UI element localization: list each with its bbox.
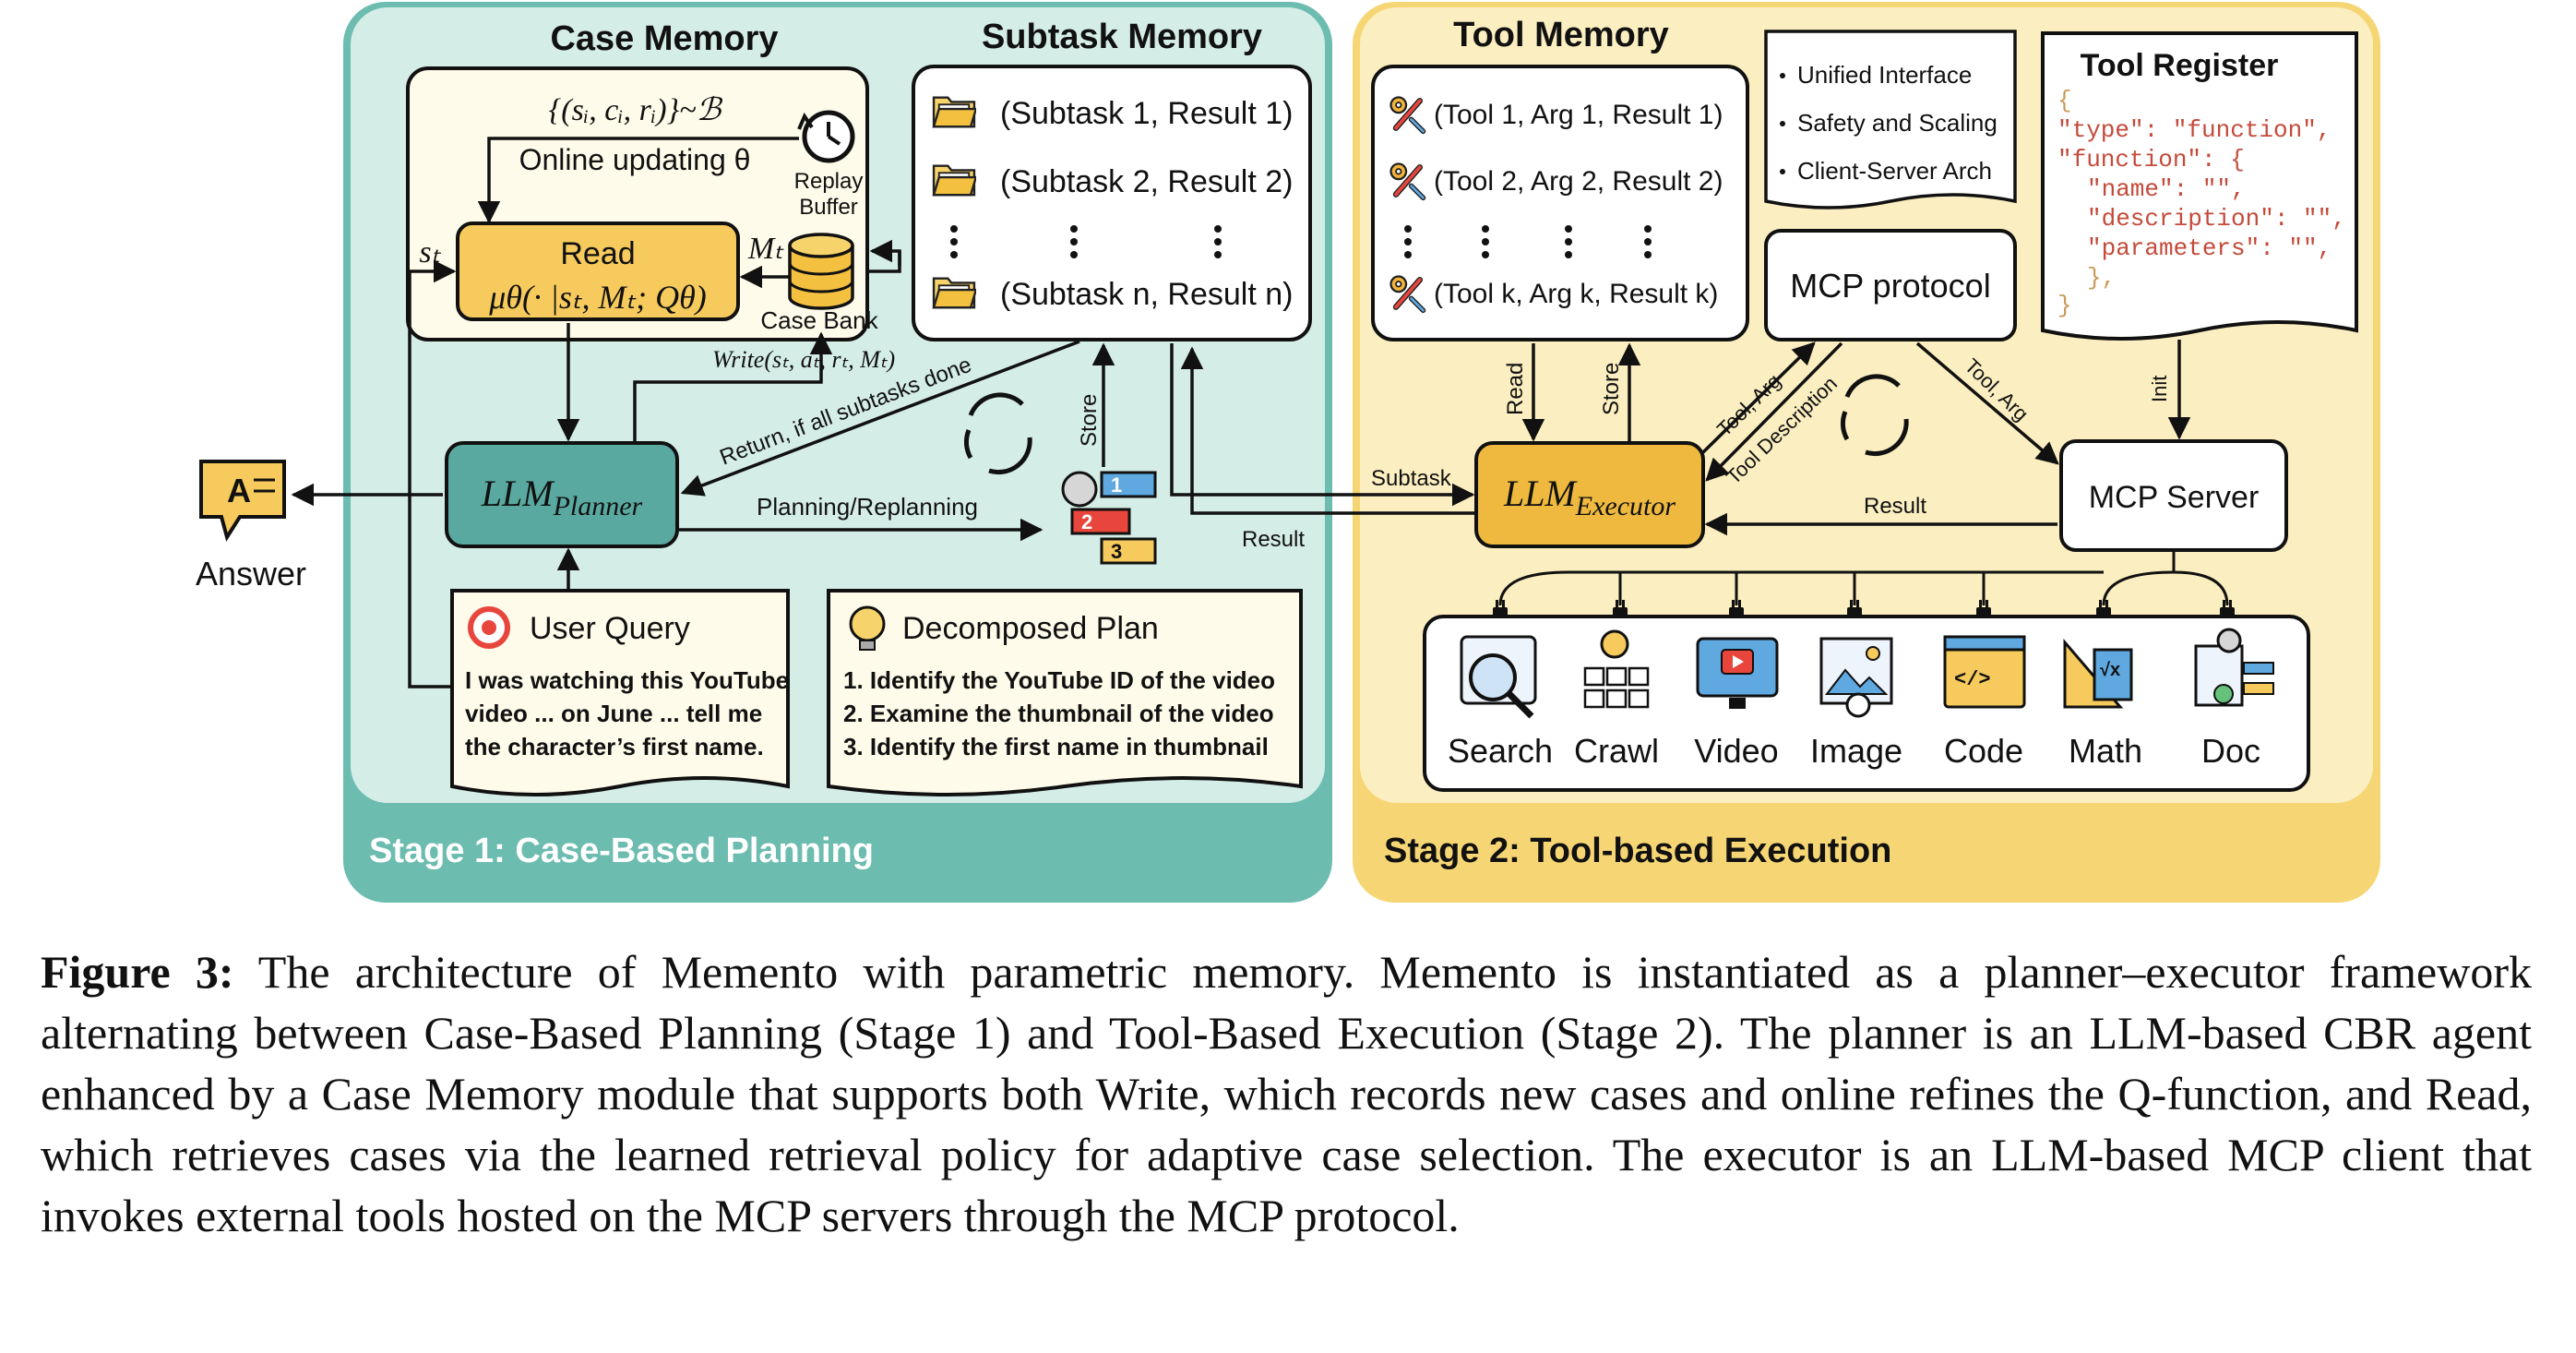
planning-label: Planning/Replanning: [757, 493, 978, 521]
plan-line-1: 1. Identify the YouTube ID of the video: [843, 666, 1275, 694]
search-icon: [1460, 635, 1537, 719]
case-bank-icon: [788, 233, 854, 310]
architecture-diagram: Stage 1: Case-Based Planning Case Memory…: [196, 2, 2380, 903]
llm-executor: LLMExecutor: [1474, 441, 1705, 548]
user-query-line-1: I was watching this YouTube: [465, 666, 789, 694]
cycle-icon-2: [1840, 374, 1909, 457]
answer-label: Answer: [196, 555, 306, 593]
svg-text:1: 1: [1111, 473, 1122, 497]
svg-text:√x: √x: [2100, 660, 2120, 680]
mcp-server-box: MCP Server: [2059, 439, 2288, 552]
mt-label: Mₜ: [747, 232, 784, 266]
tool-math: Math: [2069, 732, 2142, 770]
init-label: Init: [2148, 376, 2171, 402]
write-label: Write(sₜ, aₜ, rₜ, Mₜ): [712, 346, 895, 373]
server-result-label: Result: [1864, 494, 1926, 519]
stage2-title: Stage 2: Tool-based Execution: [1384, 832, 1891, 870]
replay-buffer-label-1: Replay: [794, 169, 864, 194]
svg-text:</>: </>: [1954, 668, 1991, 691]
mcp-protocol-box: MCP protocol: [1764, 229, 2017, 341]
plan-line-3: 3. Identify the first name in thumbnail: [843, 733, 1269, 760]
subtask-item-2: (Subtask 2, Result 2): [1000, 164, 1293, 199]
tool-read-label: Read: [1503, 363, 1528, 415]
case-memory: Case Memory {(sᵢ, cᵢ, rᵢ)}~ℬ Online upda…: [406, 19, 879, 341]
subtask-memory-title: Subtask Memory: [982, 18, 1262, 56]
tool-register-title: Tool Register: [2081, 48, 2279, 83]
st-label: sₜ: [419, 235, 441, 269]
case-memory-title: Case Memory: [550, 19, 778, 58]
user-query-line-3: the character’s first name.: [465, 733, 764, 760]
tool-ellipsis: [1404, 225, 1652, 258]
caption-label: Figure 3:: [41, 946, 234, 998]
feature-3: Client-Server Arch: [1797, 157, 1992, 185]
crawl-icon: [1583, 629, 1650, 709]
replay-buffer-label-2: Buffer: [799, 195, 858, 220]
target-icon: [468, 606, 510, 649]
user-query-title: User Query: [530, 611, 690, 646]
tools-panel: </> √x Search Crawl Video Image Code Mat…: [1423, 552, 2310, 792]
plan-icon: 1 2 3: [1061, 471, 1157, 565]
code-line-2: "type": "function",: [2057, 116, 2331, 144]
tool-image: Image: [1810, 732, 1902, 770]
image-icon: [1819, 637, 1893, 718]
decomposed-plan-title: Decomposed Plan: [902, 611, 1159, 646]
tool-item-2: (Tool 2, Arg 2, Result 2): [1434, 166, 1723, 197]
doc-icon: [2194, 628, 2274, 707]
subtask-memory: Subtask Memory (Subtask 1, Result 1) (Su…: [912, 18, 1312, 341]
code-line-7: },: [2087, 264, 2116, 292]
mcp-server-label: MCP Server: [2089, 480, 2260, 515]
code-line-6: "parameters": "",: [2087, 234, 2332, 262]
tool-video: Video: [1694, 732, 1778, 770]
stage1-title: Stage 1: Case-Based Planning: [369, 832, 874, 870]
tool-search: Search: [1448, 732, 1553, 770]
user-query-line-2: video ... on June ... tell me: [465, 700, 762, 727]
math-icon: √x: [2063, 638, 2133, 709]
tool-memory-title: Tool Memory: [1453, 16, 1669, 54]
buffer-formula: {(sᵢ, cᵢ, rᵢ)}~ℬ: [549, 93, 723, 127]
tool-doc: Doc: [2201, 732, 2260, 770]
llm-planner: LLMPlanner: [445, 441, 679, 548]
video-icon: [1696, 637, 1779, 709]
features-note: Unified Interface Safety and Scaling Cli…: [1764, 30, 2017, 210]
code-line-3: "function": {: [2057, 146, 2245, 174]
code-icon: </>: [1943, 635, 2026, 709]
code-line-8: }: [2057, 292, 2072, 319]
plan-line-2: 2. Examine the thumbnail of the video: [843, 700, 1274, 727]
mcp-protocol-label: MCP protocol: [1790, 267, 1990, 305]
case-bank-label: Case Bank: [760, 306, 878, 334]
read-formula: μθ(· |sₜ, Mₜ; Qθ): [488, 279, 707, 316]
subtask-ellipsis: [950, 225, 1222, 258]
subtask-flow-label: Subtask: [1371, 466, 1452, 491]
answer-icon: A: [199, 460, 286, 542]
code-line-4: "name": "",: [2087, 175, 2246, 203]
subtask-item-n: (Subtask n, Result n): [1000, 277, 1293, 312]
tool-register-card: Tool Register { "type": "function", "fun…: [2041, 31, 2358, 341]
caption-text: The architecture of Memento with paramet…: [41, 946, 2532, 1241]
svg-text:2: 2: [1081, 510, 1092, 533]
tool-item-k: (Tool k, Arg k, Result k): [1434, 279, 1718, 309]
subtask-item-1: (Subtask 1, Result 1): [1000, 96, 1293, 131]
replay-buffer-icon: [797, 110, 855, 163]
online-updating-label: Online updating θ: [519, 143, 751, 176]
store-label: Store: [1077, 394, 1102, 447]
tool-memory: Tool Memory (Tool 1, Arg 1, Result 1) (T…: [1371, 16, 1749, 341]
decomposed-plan-card: Decomposed Plan 1. Identify the YouTube …: [827, 589, 1303, 796]
lightbulb-icon: [849, 605, 886, 651]
read-label: Read: [560, 236, 635, 271]
svg-text:A: A: [227, 472, 251, 509]
user-query-card: User Query I was watching this YouTube v…: [450, 589, 790, 796]
svg-text:3: 3: [1111, 540, 1122, 563]
cycle-icon: [963, 392, 1032, 475]
tool-code: Code: [1944, 732, 2023, 770]
tool-crawl: Crawl: [1574, 732, 1659, 770]
feature-2: Safety and Scaling: [1797, 109, 1998, 137]
code-line-5: "description": "",: [2087, 205, 2346, 233]
code-line-1: {: [2057, 87, 2072, 114]
planner-label: LLMPlanner: [481, 473, 643, 521]
result-flow-label: Result: [1242, 527, 1305, 552]
figure-caption: Figure 3: The architecture of Memento wi…: [41, 941, 2532, 1246]
feature-1: Unified Interface: [1797, 61, 1972, 89]
tool-item-1: (Tool 1, Arg 1, Result 1): [1434, 100, 1723, 130]
tool-store-label: Store: [1599, 363, 1624, 415]
